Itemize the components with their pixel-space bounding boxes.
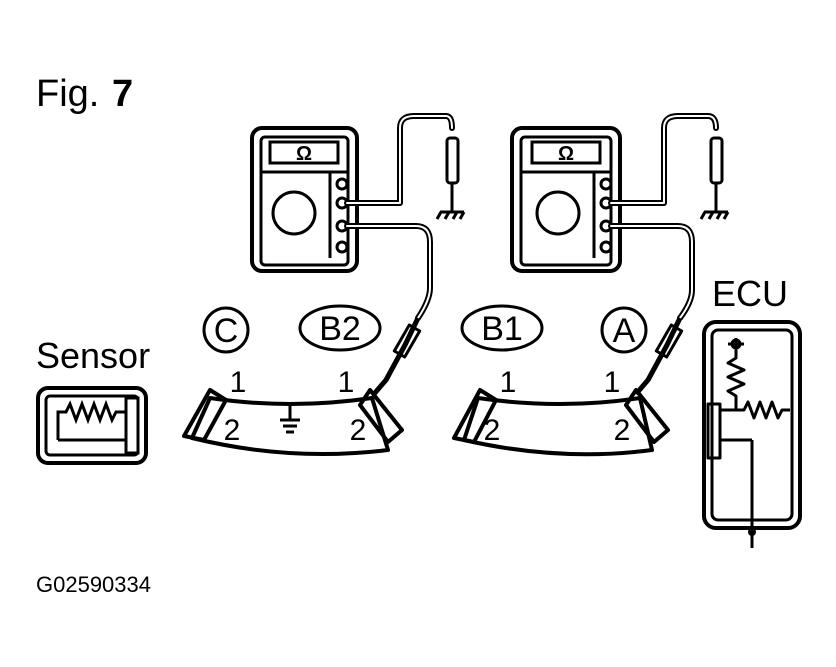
sensor-label: Sensor (36, 335, 150, 376)
ecu-circuit (702, 320, 802, 548)
sensor-icon (36, 386, 148, 465)
test-leads-right (608, 113, 719, 321)
ohmmeter-right: Ω (510, 126, 622, 273)
figure-number: 7 (112, 73, 133, 115)
pin-number: 1 (604, 366, 621, 399)
test-leads-left (344, 113, 455, 321)
image-code: G02590334 (36, 572, 151, 597)
ground-probe-right (699, 136, 730, 220)
meter-dial (535, 190, 581, 236)
ohm-symbol: Ω (296, 143, 312, 165)
connector-plug (182, 388, 228, 442)
harness-connector-right (452, 316, 684, 457)
harness-connector-left (182, 316, 422, 456)
terminal-label: A (613, 312, 636, 350)
pin-number: 2 (614, 414, 631, 447)
terminal-label: B1 (481, 310, 523, 348)
pin-number: 1 (338, 366, 355, 399)
figure-label: Fig. (36, 73, 99, 115)
ecu-label: ECU (712, 273, 788, 314)
ohmmeter-left: Ω (250, 126, 359, 273)
meter-body (250, 126, 359, 273)
connector-plug (358, 388, 404, 444)
pin-number: 1 (230, 366, 247, 399)
pin-number: 2 (224, 414, 241, 447)
meter-jack (335, 177, 349, 191)
terminal-label: C (214, 312, 239, 350)
pin-number: 2 (484, 414, 501, 447)
meter-dial (271, 190, 317, 236)
ohm-symbol: Ω (558, 143, 574, 165)
connector-plug (624, 388, 670, 444)
meter-jack (599, 177, 613, 191)
meter-jack (335, 240, 349, 254)
terminal-A: A (600, 306, 648, 354)
connector-plug (452, 388, 498, 444)
terminal-B1: B1 (460, 304, 544, 352)
terminal-C: C (202, 306, 250, 354)
figure-title: Fig. 7 (36, 73, 133, 115)
meter-display (268, 140, 340, 165)
pin-number: 1 (500, 366, 517, 399)
pin-number: 2 (350, 414, 367, 447)
terminal-B2: B2 (298, 304, 382, 352)
meter-jack (599, 240, 613, 254)
terminal-label: B2 (319, 310, 361, 348)
meter-body (510, 126, 622, 273)
ground-probe-left (435, 136, 466, 220)
meter-display (530, 140, 602, 165)
